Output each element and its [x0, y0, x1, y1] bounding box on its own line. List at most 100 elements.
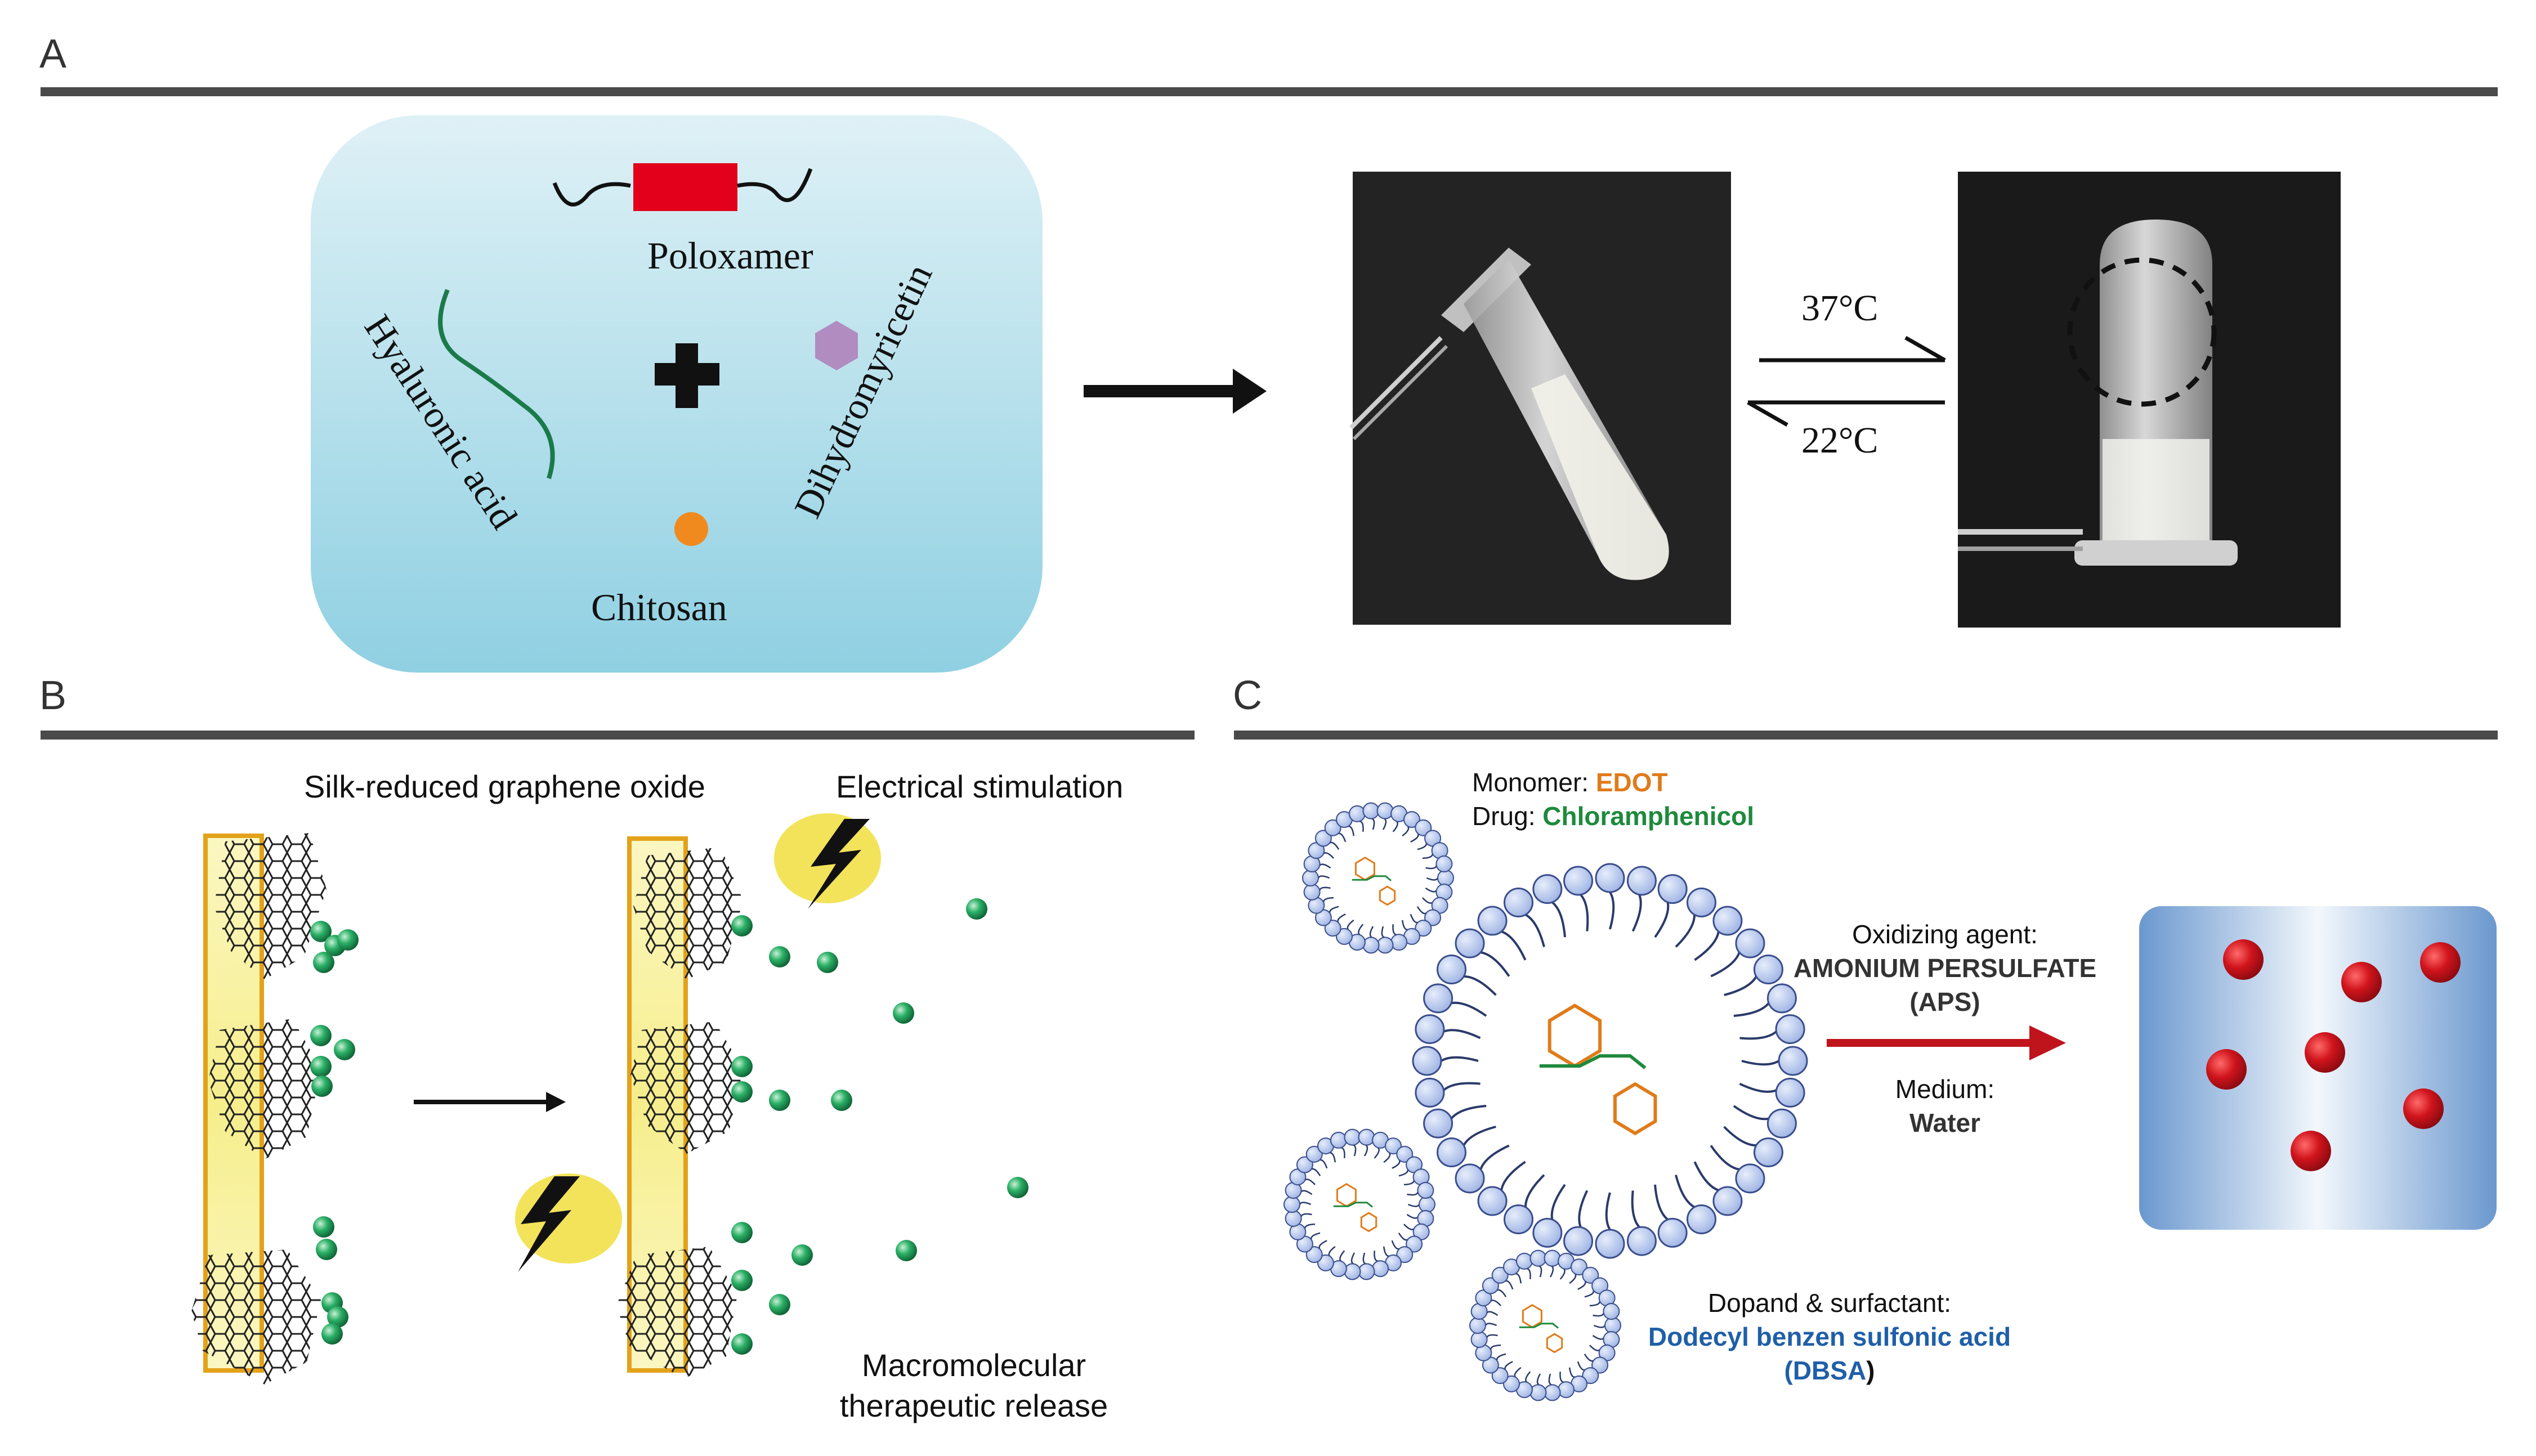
micelle-tail	[1486, 1334, 1498, 1338]
micelle-head	[1348, 805, 1366, 822]
micelle-head	[1778, 1046, 1808, 1076]
bead	[893, 1002, 914, 1024]
panel-c-letter: C	[1233, 673, 1262, 718]
micelle-tail	[1362, 1252, 1366, 1265]
micelles	[1283, 802, 1808, 1401]
micelle-tail	[1524, 913, 1545, 947]
graphene-sheets-left	[191, 833, 326, 1385]
micelle-head	[1423, 1108, 1453, 1139]
micelle-tail	[1490, 1300, 1501, 1306]
micelle-head	[1437, 955, 1467, 984]
micelle-tail	[1739, 1031, 1777, 1040]
micelle-head	[1470, 1330, 1488, 1348]
micelle-tail	[1440, 1056, 1479, 1062]
micelle-head	[1285, 1209, 1302, 1227]
micelle-tail	[1524, 1174, 1545, 1207]
micelle-tail	[1536, 1373, 1541, 1386]
micelle-large	[1412, 863, 1808, 1259]
process-arrow-head	[1233, 369, 1267, 414]
micelle-head	[1305, 1246, 1323, 1264]
bead	[791, 1244, 813, 1266]
micelle-head	[1712, 1186, 1743, 1216]
micelle-head	[1766, 1108, 1797, 1139]
micelle-head	[1435, 855, 1453, 873]
micelle-tail	[1501, 930, 1527, 961]
micelle-tail	[1675, 1175, 1696, 1208]
micelle-tail	[1398, 1169, 1409, 1177]
bead	[731, 915, 753, 937]
micelle-tail	[1337, 913, 1346, 923]
micelle-tail	[1631, 1190, 1640, 1228]
beads-left	[310, 921, 359, 1345]
micelle-head	[1415, 920, 1432, 937]
micelle-tail	[1417, 843, 1428, 850]
micelle-head	[1385, 1137, 1402, 1155]
micelle-tail	[1526, 1267, 1531, 1279]
micelle-tail	[1363, 1144, 1368, 1157]
micelle-head	[1424, 909, 1442, 926]
micelle-tail	[1500, 1161, 1526, 1191]
micelle-head	[1396, 1145, 1414, 1163]
micelle-tail	[1425, 887, 1437, 893]
micelle-tail	[1505, 1280, 1514, 1290]
micelle-small-bottom	[1469, 1249, 1621, 1401]
micelle-tail	[1675, 915, 1696, 948]
micelle-head	[1314, 830, 1332, 847]
micelle-tail	[1353, 1144, 1357, 1157]
bead	[310, 1056, 332, 1077]
micelle-tail	[1410, 913, 1419, 924]
micelle-head	[1595, 1229, 1625, 1259]
pedot-nanoparticles	[2206, 939, 2461, 1171]
label-poloxamer: Poloxamer	[647, 234, 813, 277]
micelle-tail	[1559, 1268, 1566, 1280]
edot-molecule	[1522, 1303, 1542, 1329]
bead	[896, 1240, 917, 1261]
micelle-head	[1529, 1249, 1547, 1267]
micelle-head	[1423, 983, 1453, 1014]
graphene-sheets-right	[616, 847, 743, 1379]
micelle-head	[1775, 1014, 1805, 1045]
micelle-tail	[1383, 1246, 1390, 1257]
chitosan-dot	[674, 512, 708, 546]
monomer-label: Monomer:	[1472, 768, 1596, 797]
micelle-tail	[1605, 1192, 1611, 1231]
micelle-tail	[1593, 1312, 1604, 1317]
micelle-head	[1503, 1375, 1520, 1392]
micelle-tail	[1496, 1289, 1507, 1297]
poloxamer-chain-left	[552, 182, 631, 207]
micelle-head	[1305, 1145, 1323, 1163]
bead	[731, 1270, 753, 1291]
micelle-head	[1376, 937, 1394, 954]
micelle-tail	[1392, 924, 1397, 936]
micelle-tail	[1484, 1323, 1497, 1327]
micelle-tail	[1300, 1213, 1312, 1217]
micelle-head	[1491, 1367, 1509, 1385]
micelle-head	[1591, 1356, 1609, 1374]
micelle-head	[1563, 1226, 1594, 1256]
micelle-head	[1303, 883, 1321, 901]
micelle-head	[1415, 1077, 1445, 1108]
micelle-head	[1415, 819, 1432, 836]
micelle-tail	[1694, 931, 1720, 961]
bead	[310, 1025, 332, 1046]
panel-b-letter: B	[39, 673, 67, 718]
oxidizing-value-line2: (APS)	[1909, 987, 1980, 1016]
bead	[769, 1294, 790, 1315]
dihydromyricetin-hexagon	[815, 321, 858, 370]
panel-a-letter: A	[39, 32, 67, 77]
micelle-tail	[1514, 1367, 1522, 1378]
tube-sol	[1349, 248, 1669, 580]
micelle-head	[1582, 1266, 1599, 1284]
micelle-tail	[1741, 1060, 1780, 1066]
micelle-head	[1657, 1217, 1688, 1248]
micelle-head	[1362, 802, 1380, 819]
micelle-tail	[1329, 841, 1340, 850]
micelle-tail	[1407, 1203, 1420, 1207]
micelle-head	[1504, 1204, 1533, 1234]
micelle-head	[1419, 1196, 1435, 1213]
micelle-head	[1582, 1367, 1599, 1385]
micelle-head	[1324, 819, 1341, 836]
panel-b-rule	[41, 731, 1195, 740]
plus-vertical	[676, 343, 698, 408]
bead	[817, 952, 838, 973]
